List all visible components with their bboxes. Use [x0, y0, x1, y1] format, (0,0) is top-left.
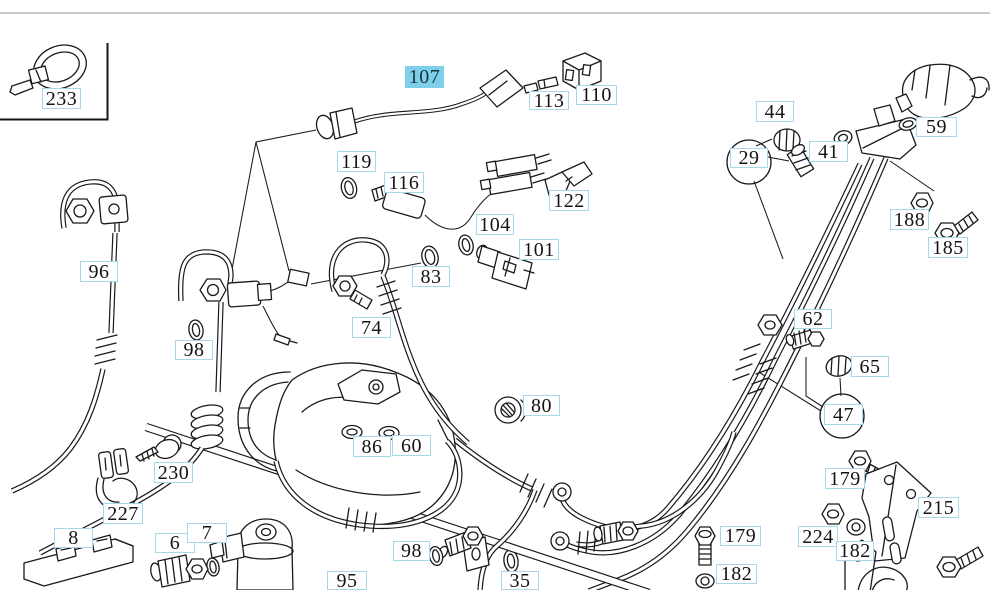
part-label-104[interactable]: 104: [476, 214, 514, 235]
pressure-switch-107: [315, 52, 602, 140]
part-label-107[interactable]: 107: [405, 66, 444, 88]
valve-cap-65: [825, 355, 853, 377]
bracket-215: [861, 461, 932, 565]
part-label-179[interactable]: 179: [825, 468, 865, 489]
terminal-pin-113: [523, 76, 559, 94]
part-label-101[interactable]: 101: [519, 239, 559, 260]
part-label-182[interactable]: 182: [716, 564, 757, 584]
part-label-65[interactable]: 65: [851, 356, 889, 377]
part-label-6[interactable]: 6: [155, 533, 195, 553]
part-label-116[interactable]: 116: [384, 172, 424, 193]
part-label-47-circled[interactable]: 47: [824, 404, 863, 425]
part-label-74[interactable]: 74: [352, 317, 391, 338]
pipe-96: [10, 179, 129, 494]
connector-122: [544, 161, 593, 196]
part-label-29-circled[interactable]: 29: [730, 148, 768, 168]
part-label-98[interactable]: 98: [393, 541, 430, 561]
grommet-80: [494, 396, 527, 424]
port-86: [341, 424, 363, 440]
part-label-41[interactable]: 41: [809, 141, 848, 162]
fitting-59: [895, 63, 990, 131]
part-label-215[interactable]: 215: [918, 497, 959, 518]
callout-circle-29: [726, 139, 772, 185]
washer-182-lower: [695, 573, 715, 589]
connector-110: [562, 52, 602, 91]
part-label-185[interactable]: 185: [928, 237, 968, 258]
callout-circle-47: [819, 393, 865, 439]
part-label-113[interactable]: 113: [529, 91, 569, 111]
screw-230: [135, 434, 182, 462]
cable-tie-drawing: [9, 44, 87, 96]
part-label-35[interactable]: 35: [501, 571, 539, 590]
valve-62: [785, 329, 825, 350]
sensor-116: [340, 153, 593, 230]
plug-101: [476, 244, 535, 290]
hose-with-valve-35: [503, 431, 737, 573]
part-label-182[interactable]: 182: [836, 541, 874, 561]
part-label-224[interactable]: 224: [798, 526, 838, 547]
hose-74: [328, 237, 470, 446]
part-label-122[interactable]: 122: [549, 190, 589, 211]
union-6: [150, 554, 209, 588]
part-label-110[interactable]: 110: [576, 85, 617, 105]
part-label-227[interactable]: 227: [103, 503, 143, 524]
small-seals: [421, 234, 535, 290]
part-label-119[interactable]: 119: [337, 151, 376, 172]
part-label-96[interactable]: 96: [80, 261, 118, 282]
receiver-drier: [150, 518, 294, 590]
part-label-80[interactable]: 80: [523, 395, 560, 416]
bolt-179-lower: [694, 526, 716, 566]
part-label-98[interactable]: 98: [175, 340, 213, 360]
bracket-8: [23, 534, 134, 587]
part-label-44[interactable]: 44: [756, 101, 794, 122]
nut-224: [821, 503, 845, 525]
expansion-valve-line: [38, 249, 310, 556]
part-label-7[interactable]: 7: [187, 523, 227, 543]
valve-41: [786, 144, 815, 178]
part-label-60[interactable]: 60: [392, 435, 431, 456]
inset-box-233: [0, 43, 109, 121]
hose-with-valve-98: [428, 437, 553, 590]
clamp-227: [95, 448, 138, 510]
part-label-62[interactable]: 62: [794, 309, 832, 329]
part-label-83[interactable]: 83: [412, 266, 450, 287]
part-label-59[interactable]: 59: [916, 117, 957, 137]
part-label-230[interactable]: 230: [154, 462, 193, 483]
valve-cap-44: [773, 128, 801, 152]
part-label-95[interactable]: 95: [327, 571, 367, 590]
part-label-8[interactable]: 8: [54, 528, 93, 548]
part-label-188[interactable]: 188: [890, 209, 929, 230]
part-label-86[interactable]: 86: [353, 436, 391, 457]
part-label-179[interactable]: 179: [720, 526, 761, 546]
washer-182-right: [846, 518, 866, 536]
part-label-233[interactable]: 233: [42, 88, 81, 109]
pipe-nut: [757, 314, 783, 336]
